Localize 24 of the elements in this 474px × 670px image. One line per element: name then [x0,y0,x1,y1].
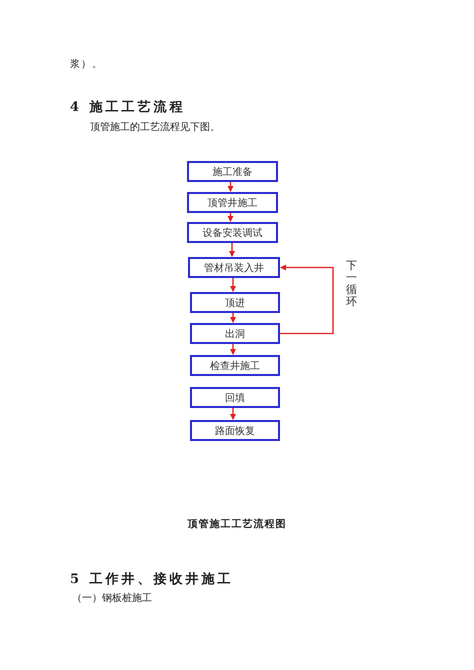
arrow [230,344,236,355]
arrow [230,278,236,292]
process-box: 管材吊装入井 [188,257,280,278]
process-box: 设备安装调试 [187,222,278,243]
loop-arrow [280,264,334,334]
process-box: 回填 [190,387,280,408]
body-text: 浆）。 [70,58,103,71]
process-box: 顶管井施工 [187,192,278,213]
process-box: 施工准备 [187,161,278,182]
process-box: 出洞 [190,323,280,344]
process-box: 检查井施工 [190,355,280,376]
figure-caption: 顶管施工工艺流程图 [186,517,288,531]
process-box: 路面恢复 [190,420,280,441]
edge-label: 下一循环 [346,260,357,308]
process-box: 顶进 [190,292,280,313]
section-heading: 5 工作井、接收井施工 [70,570,234,588]
section-heading: 4 施工工艺流程 [70,98,186,116]
arrow [230,313,236,323]
arrow [229,243,235,257]
body-text: 顶管施工的工艺流程见下图。 [90,120,220,134]
arrow [228,213,234,222]
body-text: （一）钢板桩施工 [72,592,152,605]
arrow [230,408,236,420]
arrow [228,182,234,192]
